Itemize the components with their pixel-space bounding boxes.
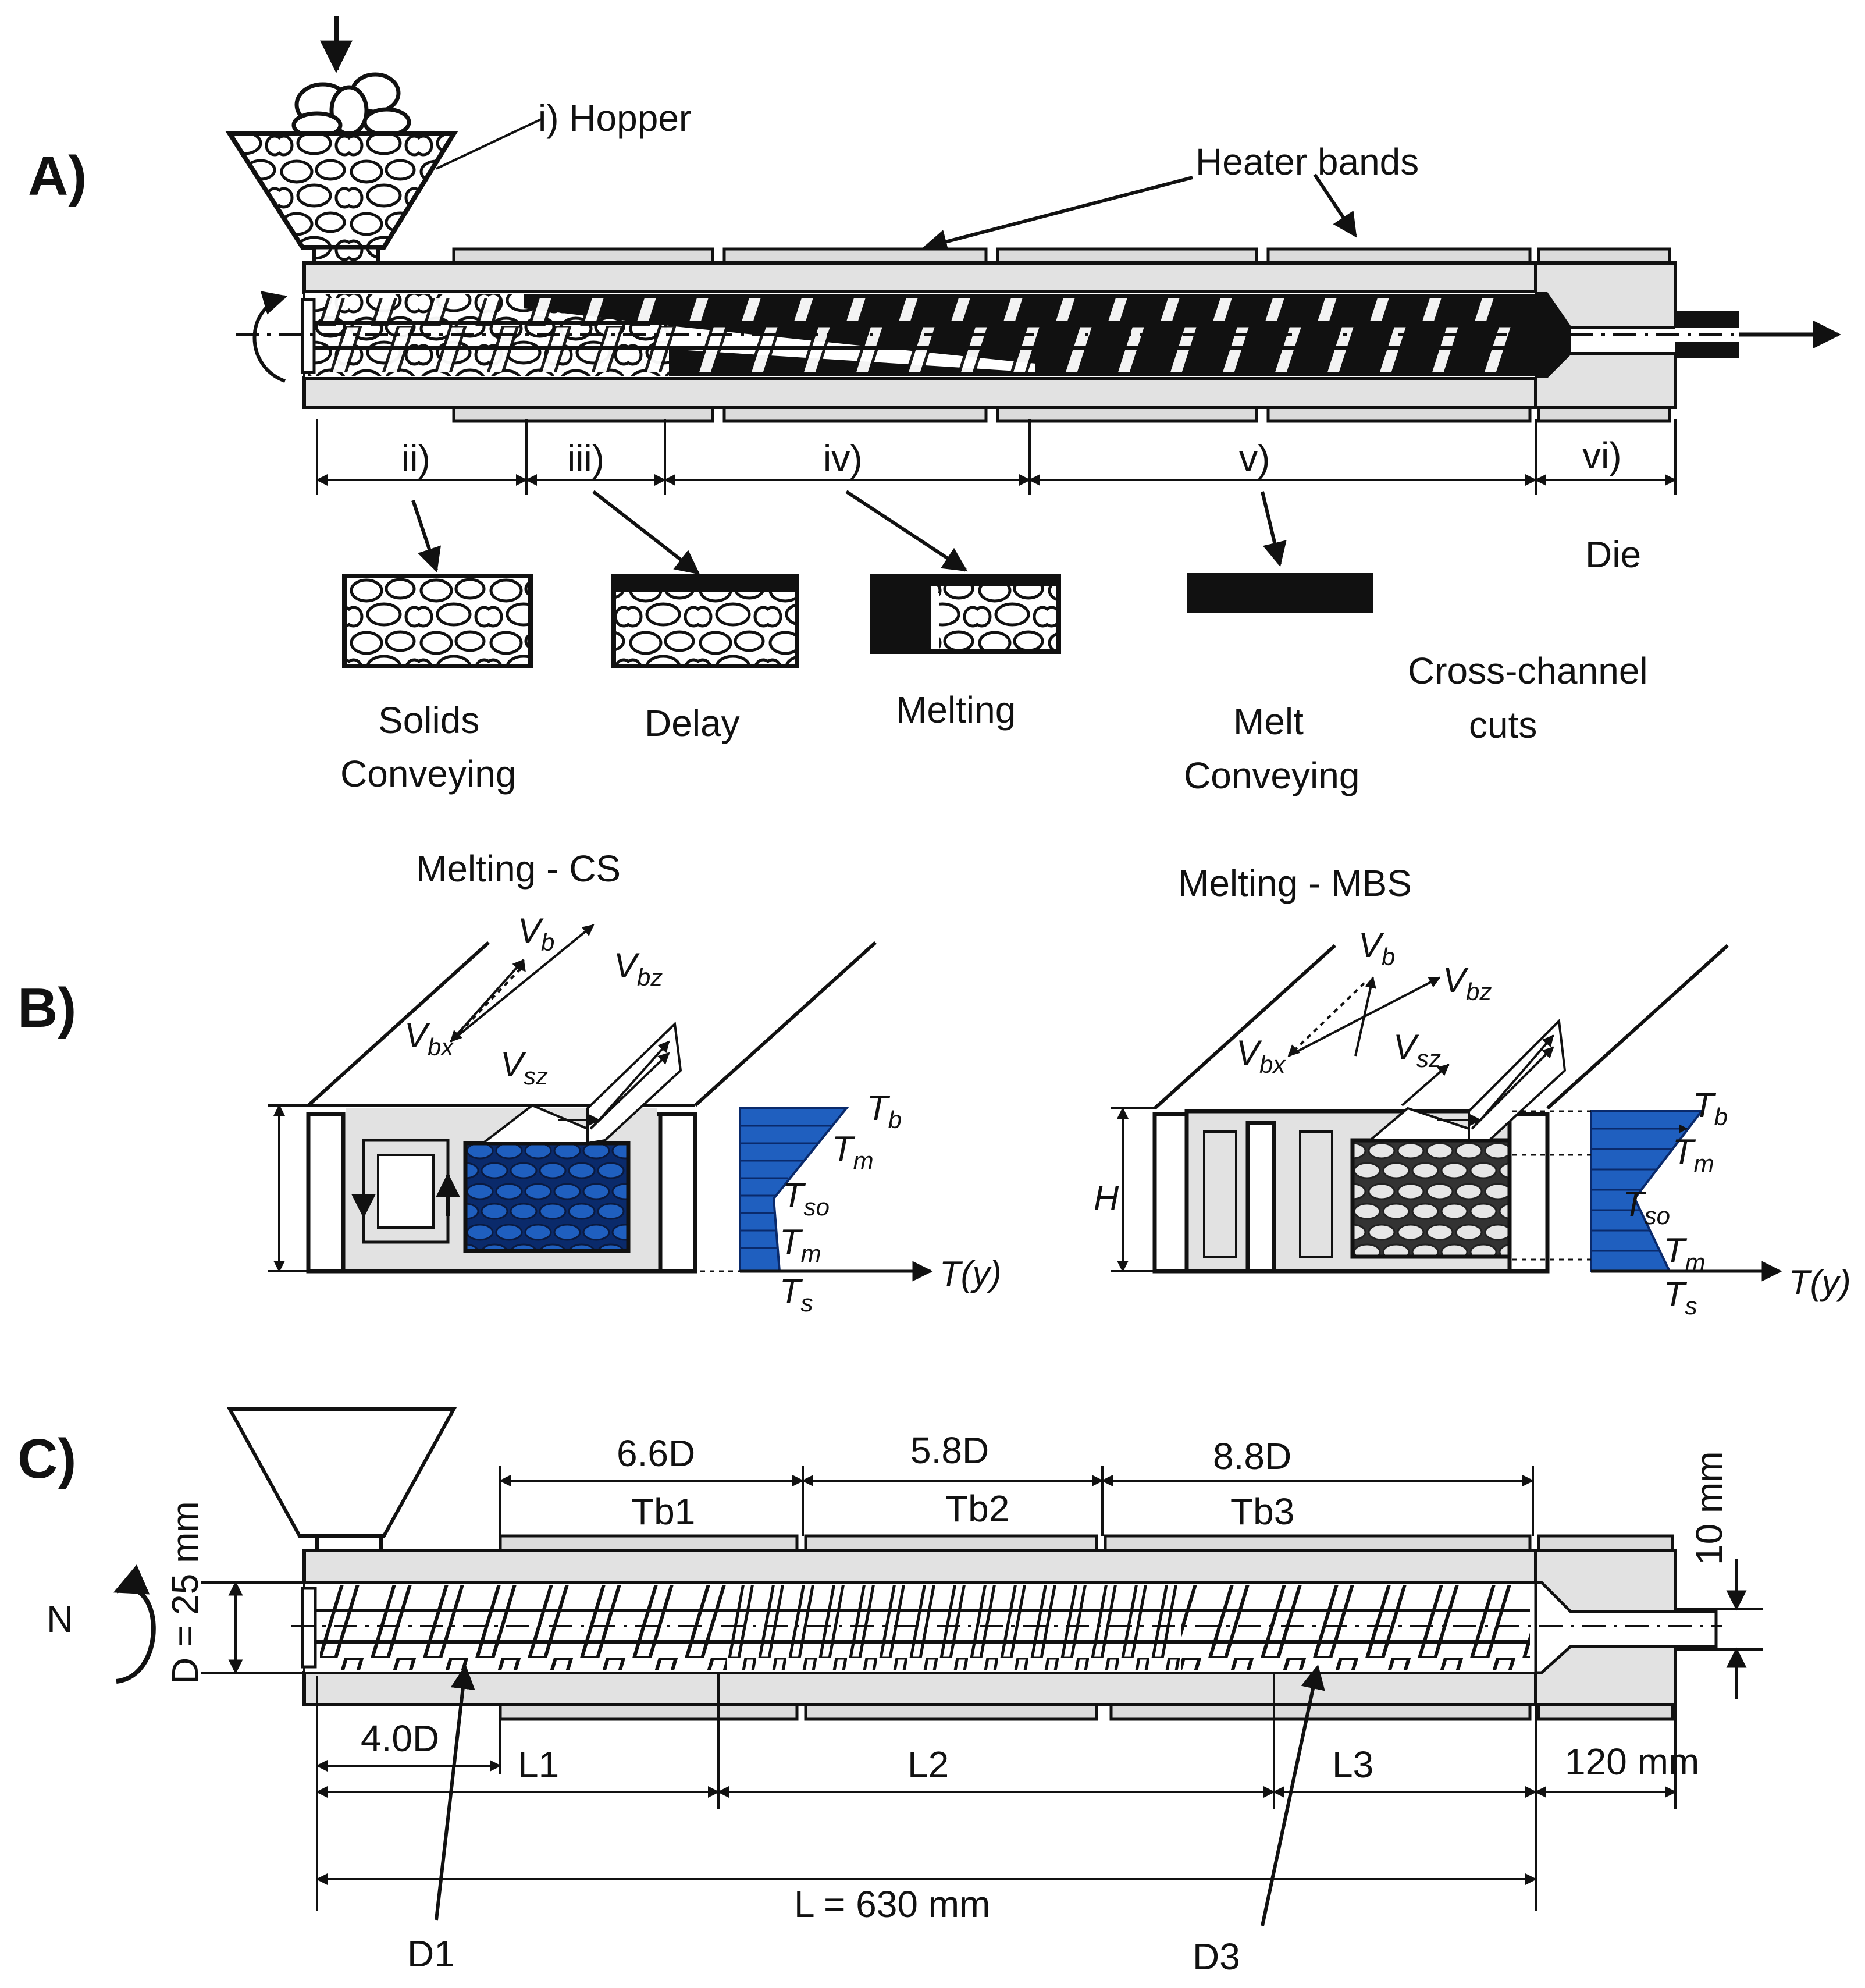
cross-channel-label-2: cuts xyxy=(1469,704,1537,746)
mbs-vbx-label: Vbx xyxy=(1236,1033,1286,1078)
cs-vbz-label: Vbz xyxy=(614,946,663,991)
die-diameter-label: 10 mm xyxy=(1688,1451,1730,1565)
barrel-a xyxy=(236,261,1841,409)
cs-tm-label-2: Tm xyxy=(780,1222,821,1267)
cs-ts-label: Ts xyxy=(780,1272,813,1317)
zone-label-v: v) xyxy=(1239,438,1270,479)
panel-c: C) 6.6D Tb1 5.8D Tb2 8.8D Tb3 xyxy=(17,1407,1763,1978)
mbs-tm-label: Tm xyxy=(1672,1132,1714,1177)
total-length-label: L = 630 mm xyxy=(794,1883,990,1925)
mbs-channel xyxy=(1152,944,1729,1274)
rotation-label: N xyxy=(47,1598,73,1640)
zone-label-iv: iv) xyxy=(823,438,863,479)
hopper-label: i) Hopper xyxy=(538,97,691,139)
panel-b-label: B) xyxy=(17,977,76,1039)
d3-label: D3 xyxy=(1193,1936,1240,1978)
diameter-label: D = 25 mm xyxy=(164,1501,206,1684)
zone-3-name: Tb3 xyxy=(1230,1491,1294,1532)
d1-label: D1 xyxy=(407,1933,455,1975)
cs-ty-label: T(y) xyxy=(939,1254,1002,1293)
cs-vsz-label: Vsz xyxy=(500,1045,548,1090)
hopper-c xyxy=(226,1407,457,1538)
zone-2-name: Tb2 xyxy=(945,1488,1009,1530)
zone-1-length: 6.6D xyxy=(617,1432,695,1474)
zone-1-name: Tb1 xyxy=(631,1491,695,1532)
cs-channel xyxy=(306,924,877,1274)
hopper xyxy=(225,16,458,290)
cross-section-melting xyxy=(870,574,1061,654)
cross-channel-label: Cross-channel xyxy=(1408,650,1648,692)
zone-label-iii: iii) xyxy=(567,438,604,479)
cross-section-delay xyxy=(611,574,799,668)
mbs-h-label: H xyxy=(1094,1179,1119,1218)
zone-label-ii: ii) xyxy=(401,438,430,479)
mbs-tb-label: Tb xyxy=(1693,1086,1728,1130)
l1-label: L1 xyxy=(518,1744,559,1786)
heater-bands-c xyxy=(499,1534,1674,1721)
die-label: Die xyxy=(1585,534,1641,575)
panel-c-label: C) xyxy=(17,1428,76,1490)
panel-a-label: A) xyxy=(28,145,87,207)
die-length-label: 120 mm xyxy=(1565,1741,1699,1783)
zone-2-length: 5.8D xyxy=(910,1429,989,1471)
barrel-c xyxy=(291,1549,1722,1706)
panel-b: B) Melting - CS Melting - MBS xyxy=(17,848,1851,1320)
cs-vb-label: Vb xyxy=(518,911,554,956)
zone-name-melting: Melting xyxy=(896,689,1016,731)
cross-section-melt xyxy=(1187,573,1373,613)
mbs-ts-label: Ts xyxy=(1664,1275,1697,1320)
mbs-tm-label-2: Tm xyxy=(1664,1231,1706,1276)
mbs-vb-label: Vb xyxy=(1358,926,1395,970)
heater-bands-label: Heater bands xyxy=(1195,141,1419,183)
zone-name-delay: Delay xyxy=(645,702,740,744)
feed-length-label: 4.0D xyxy=(361,1717,439,1759)
zone-3-length: 8.8D xyxy=(1213,1435,1291,1477)
cs-title: Melting - CS xyxy=(416,848,621,890)
cs-temperature-profile xyxy=(663,1107,933,1282)
mbs-vsz-label: Vsz xyxy=(1393,1027,1441,1072)
zone-name-solids: Solids xyxy=(378,699,479,741)
mbs-vbz-label: Vbz xyxy=(1443,961,1492,1005)
zone-dimensions xyxy=(316,419,1677,495)
zone-name-solids-2: Conveying xyxy=(340,753,516,795)
l2-label: L2 xyxy=(907,1744,949,1786)
hopper-leader xyxy=(436,118,542,170)
mbs-ty-label: T(y) xyxy=(1789,1263,1851,1302)
zone-label-vi: vi) xyxy=(1582,435,1622,476)
cs-vbx-label: Vbx xyxy=(404,1016,454,1061)
cs-tso-label: Tso xyxy=(782,1176,830,1221)
panel-a: A) i) Hopper Heater bands xyxy=(28,16,1841,796)
zone-name-melt-2: Conveying xyxy=(1184,755,1359,796)
cs-tm-label: Tm xyxy=(832,1129,874,1174)
zone-name-melt: Melt xyxy=(1233,700,1304,742)
cross-section-solids xyxy=(342,574,533,668)
cs-tb-label: Tb xyxy=(867,1089,902,1133)
mbs-tso-label: Tso xyxy=(1623,1185,1670,1229)
mbs-temperature-profile xyxy=(1512,1110,1782,1282)
l3-label: L3 xyxy=(1332,1744,1373,1786)
mbs-title: Melting - MBS xyxy=(1178,862,1412,904)
